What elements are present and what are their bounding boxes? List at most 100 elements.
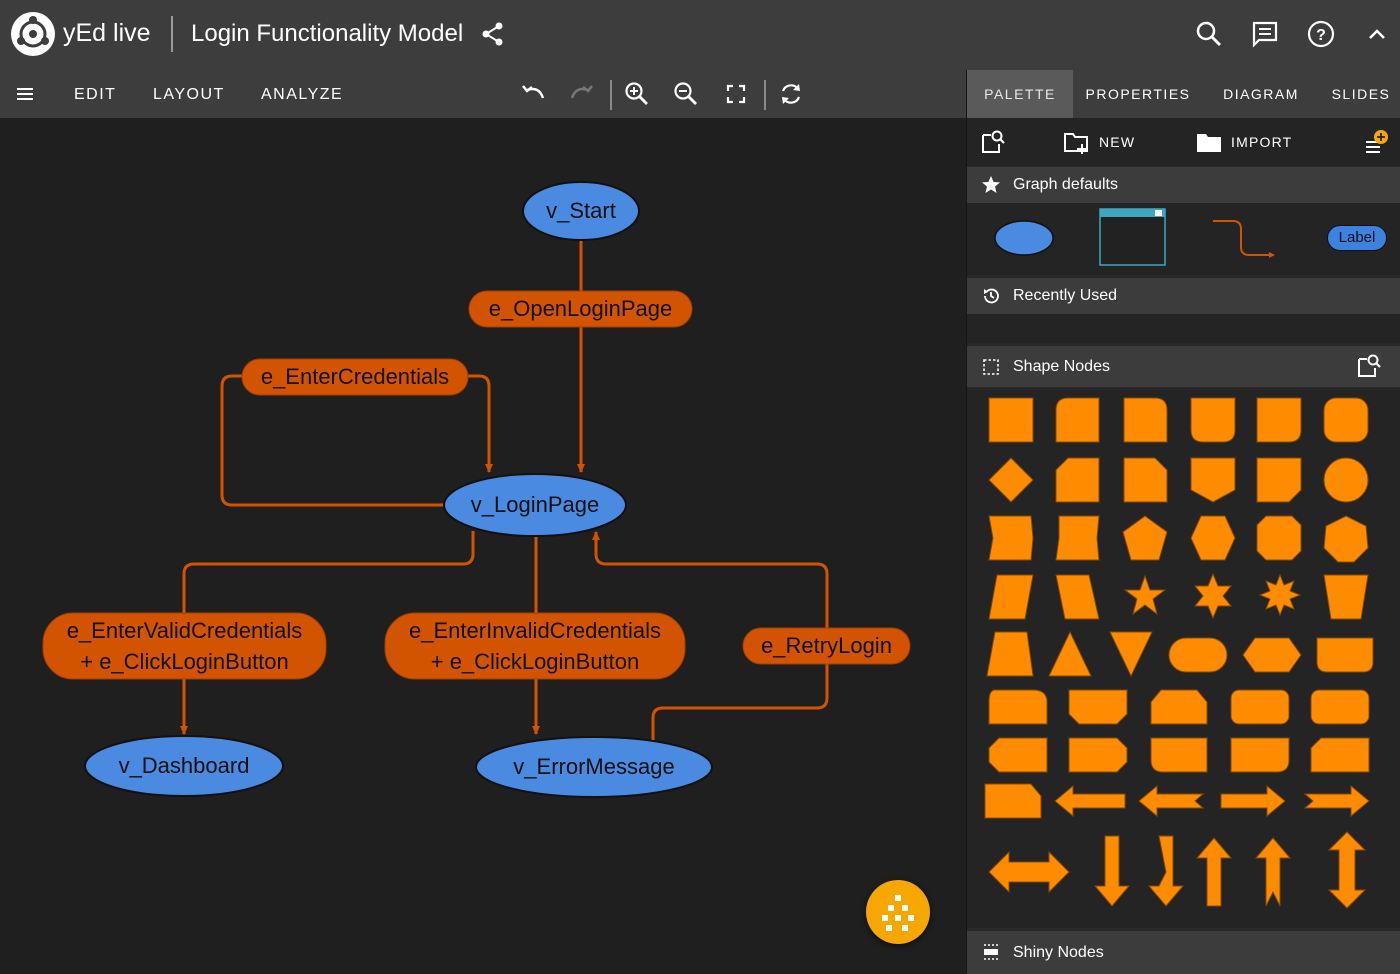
shiny-nodes-icon <box>984 944 998 960</box>
help-icon[interactable]: ? <box>1306 19 1336 49</box>
palette-search-icon[interactable] <box>979 128 1007 156</box>
dashed-square-icon <box>983 359 999 375</box>
tab-slides[interactable]: SLIDES <box>1331 86 1391 102</box>
shape-triangle <box>1048 630 1092 677</box>
shape-nodes-grid[interactable] <box>967 388 1400 928</box>
shape-arrow-up-notched <box>1254 837 1292 907</box>
shape-arrow-left-notched <box>1138 784 1205 818</box>
menu-bar: EDIT LAYOUT ANALYZE <box>0 70 966 118</box>
folder-icon[interactable] <box>1195 128 1223 156</box>
shape-hexagon <box>1190 515 1236 561</box>
chevron-up-icon[interactable] <box>1362 19 1392 49</box>
title-divider <box>171 16 173 52</box>
edge-label-enter-invalid-line1[interactable]: e_EnterInvalidCredentials <box>409 618 661 643</box>
shape-slant-wide <box>1310 737 1370 773</box>
hierarchy-layout-icon <box>882 895 914 931</box>
default-group-node <box>1099 208 1166 266</box>
shape-round-top-wide <box>988 689 1048 725</box>
shape-tab <box>1150 689 1208 725</box>
edge-label-enter-valid-line1[interactable]: e_EnterValidCredentials <box>66 618 303 643</box>
shape-wide-cut <box>984 783 1042 819</box>
shape-shield <box>1190 457 1236 503</box>
menu-analyze[interactable]: ANALYZE <box>261 86 344 103</box>
tab-properties[interactable]: PROPERTIES <box>1085 86 1191 102</box>
section-shape-nodes[interactable]: Shape Nodes <box>967 346 1400 387</box>
shape-diamond <box>988 457 1034 503</box>
shape-parallelogram <box>988 574 1034 620</box>
section-graph-defaults-label: Graph defaults <box>1013 176 1118 193</box>
shape-cut-tr <box>1123 457 1168 503</box>
star-icon <box>982 176 1000 193</box>
menu-edit[interactable]: EDIT <box>74 86 117 103</box>
new-button[interactable]: NEW <box>1099 134 1136 150</box>
shape-trapezoid <box>986 631 1034 677</box>
node-label-v-loginpage[interactable]: v_LoginPage <box>470 492 600 517</box>
shape-arrow-left <box>1054 784 1126 818</box>
app-name: yEd live <box>63 19 151 47</box>
graph-defaults-row: Label <box>967 203 1400 275</box>
svg-text:?: ? <box>1316 27 1326 44</box>
edge-label-bg-open <box>468 290 693 328</box>
shape-nodes-search-icon[interactable] <box>1355 352 1383 380</box>
default-label-chip[interactable]: Label <box>1327 225 1387 251</box>
edge-label-bg-credentials <box>241 358 469 396</box>
fit-content-icon[interactable] <box>722 80 750 108</box>
undo-icon[interactable] <box>519 80 547 108</box>
yed-logo-icon[interactable] <box>10 11 56 57</box>
edge-label-retry-login[interactable]: e_RetryLogin <box>761 633 892 658</box>
default-edge <box>1213 220 1269 256</box>
shape-arrow-right-notched <box>1303 784 1370 818</box>
shape-palette-svg <box>984 397 1374 909</box>
node-label-v-errormessage[interactable]: v_ErrorMessage <box>513 754 675 779</box>
menu-layout[interactable]: LAYOUT <box>153 86 225 103</box>
edge-label-enter-credentials[interactable]: e_EnterCredentials <box>260 364 450 389</box>
shape-circle <box>1323 457 1369 503</box>
shape-arrow-left-right <box>988 850 1070 894</box>
redo-icon[interactable] <box>568 80 596 108</box>
import-button[interactable]: IMPORT <box>1231 134 1293 150</box>
zoom-out-icon[interactable] <box>672 80 700 108</box>
hamburger-menu-icon[interactable] <box>12 80 40 108</box>
tab-palette[interactable]: PALETTE <box>967 70 1073 118</box>
shape-elongated-hexagon <box>1242 637 1302 673</box>
node-label-v-start[interactable]: v_Start <box>546 198 616 223</box>
node-v-errormessage <box>475 736 713 798</box>
palette-settings-icon[interactable] <box>1363 128 1391 156</box>
section-shiny-nodes-label: Shiny Nodes <box>1013 944 1104 961</box>
shape-round-tl <box>1055 397 1100 443</box>
tab-diagram[interactable]: DIAGRAM <box>1223 86 1299 102</box>
edge-label-open-login-page[interactable]: e_OpenLoginPage <box>488 296 673 321</box>
shape-cut-left <box>988 737 1048 773</box>
comment-icon[interactable] <box>1250 19 1280 49</box>
shape-rounded-wide-2 <box>1310 689 1370 725</box>
edge-enter-valid <box>180 531 475 735</box>
section-graph-defaults[interactable]: Graph defaults <box>967 167 1400 203</box>
title-bar: yEd live Login Functionality Model ? <box>0 0 1400 70</box>
search-icon[interactable] <box>1194 19 1224 49</box>
shape-arrow-down-notched <box>1147 835 1185 907</box>
diagram-canvas[interactable]: v_Start v_LoginPage v_Dashboard v_ErrorM… <box>0 118 966 974</box>
shape-heptagon <box>1323 515 1369 563</box>
shape-arrow-up <box>1195 837 1233 907</box>
refresh-layout-icon[interactable] <box>777 80 805 108</box>
node-label-v-dashboard[interactable]: v_Dashboard <box>118 753 250 778</box>
document-title[interactable]: Login Functionality Model <box>191 20 464 47</box>
default-node-ellipse <box>994 220 1054 256</box>
edge-label-enter-invalid-line2[interactable]: + e_ClickLoginButton <box>430 649 640 674</box>
shape-round-bottom <box>1190 397 1236 443</box>
shape-star5 <box>1123 574 1167 616</box>
edge-enter-credentials <box>220 374 493 507</box>
section-shiny-nodes[interactable]: Shiny Nodes <box>967 931 1400 974</box>
zoom-in-icon[interactable] <box>623 80 651 108</box>
shape-star8 <box>1258 573 1302 617</box>
new-folder-icon[interactable] <box>1062 128 1090 156</box>
shape-arrow-right <box>1220 784 1286 818</box>
share-icon[interactable] <box>478 19 508 49</box>
shape-octagon <box>1256 515 1302 561</box>
shape-parallelogram-rev <box>1055 574 1100 620</box>
layout-fab-button[interactable] <box>866 880 930 944</box>
section-recently-used[interactable]: Recently Used <box>967 278 1400 314</box>
shape-trapezoid-alt <box>1055 515 1100 561</box>
edge-label-enter-valid-line2[interactable]: + e_ClickLoginButton <box>80 649 289 674</box>
